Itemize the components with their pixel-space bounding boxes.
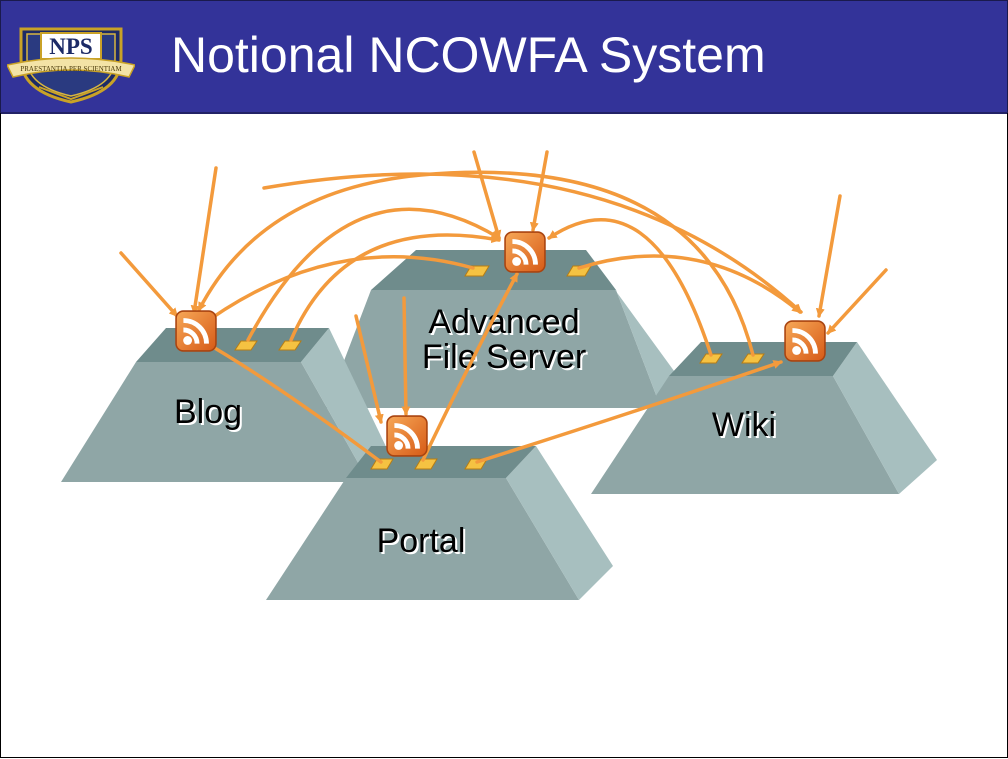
- feed-arrow: [421, 272, 519, 462]
- node-label: Wiki: [714, 408, 778, 446]
- feed-arrow: [475, 360, 783, 464]
- block-front: [61, 362, 369, 482]
- port-icon: [699, 353, 723, 364]
- node-label: Wiki: [712, 406, 776, 444]
- feed-arrow: [289, 233, 501, 342]
- rss-feed-icon: [176, 311, 216, 351]
- feed-arrow: [472, 150, 502, 240]
- node-label: Blog: [176, 395, 244, 433]
- feed-arrow: [190, 166, 218, 315]
- feed-arrow: [119, 251, 179, 318]
- node-label-line2: File Server: [424, 340, 588, 378]
- slide-title: Notional NCOWFA System: [171, 27, 766, 83]
- nps-logo: NPS PRAESTANTIA PER SCIENTIAM: [7, 27, 135, 104]
- slide-header: NPS PRAESTANTIA PER SCIENTIAM Notional N…: [0, 0, 1008, 114]
- ncowfa-diagram: Advanced Advanced File Server File Serve…: [61, 150, 937, 600]
- block-side: [833, 342, 937, 494]
- feed-arrow: [529, 150, 549, 232]
- node-label-line2: File Server: [422, 338, 586, 376]
- port-icon: [414, 458, 438, 470]
- feed-arrow: [401, 296, 411, 416]
- feed-arrow: [826, 268, 888, 335]
- rss-feed-icon: [505, 232, 545, 272]
- node-label: Blog: [174, 393, 242, 431]
- node-label-line1: Advanced: [428, 303, 579, 341]
- feed-arrow: [246, 207, 501, 342]
- block-side: [301, 328, 403, 482]
- feed-arrow: [354, 314, 384, 424]
- node-label: Portal: [377, 522, 466, 560]
- feed-arrow: [193, 254, 475, 332]
- node-label: Portal: [379, 524, 468, 562]
- portal-node: Portal Portal: [266, 446, 613, 600]
- feed-arrow: [197, 170, 755, 357]
- port-icon: [234, 340, 258, 351]
- block-front: [266, 478, 579, 600]
- wiki-node: Wiki Wiki: [591, 342, 937, 494]
- node-label-line1: Advanced: [430, 305, 581, 343]
- block-top: [669, 342, 857, 376]
- rss-feed-icon: [785, 321, 825, 361]
- file-server-node: Advanced Advanced File Server File Serve…: [326, 250, 701, 408]
- block-front: [591, 376, 899, 494]
- block-side: [506, 446, 613, 600]
- port-icon: [278, 340, 302, 351]
- feed-arrow: [577, 254, 802, 314]
- feed-arrow: [547, 218, 713, 357]
- feed-arrow: [262, 172, 803, 314]
- rss-feed-icon: [387, 416, 427, 456]
- diagram-frame: Advanced Advanced File Server File Serve…: [0, 113, 1008, 758]
- feed-arrow: [815, 194, 842, 318]
- port-icon: [741, 353, 765, 364]
- block-front: [326, 290, 661, 408]
- port-icon: [370, 458, 394, 470]
- feed-arrows: [119, 150, 888, 464]
- svg-text:PRAESTANTIA PER SCIENTIAM: PRAESTANTIA PER SCIENTIAM: [20, 65, 122, 73]
- feed-arrow: [199, 338, 383, 464]
- svg-text:NPS: NPS: [49, 34, 92, 59]
